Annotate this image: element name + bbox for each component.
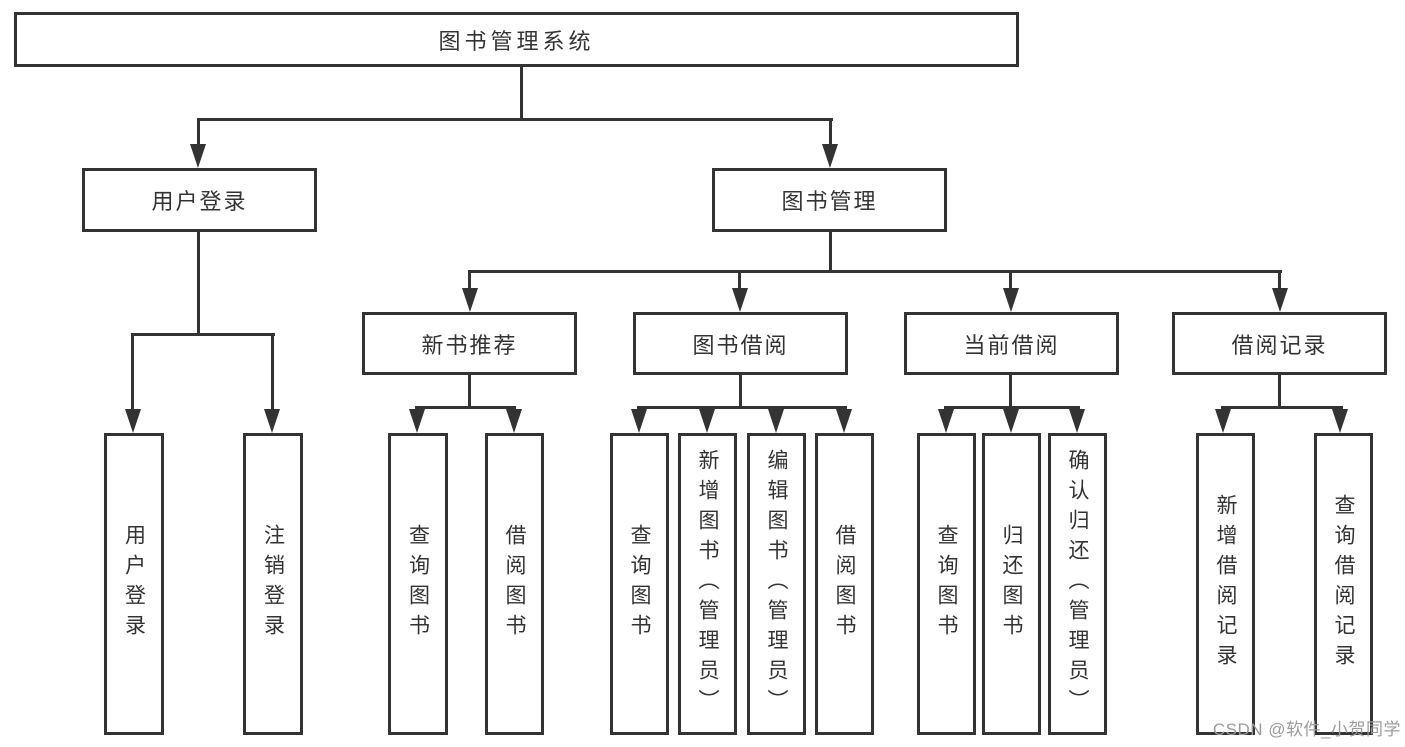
node-new-book-recommend: 新书推荐: [362, 312, 577, 375]
connector-arrowhead-icon: [125, 409, 141, 433]
node-user-login: 用户登录: [82, 168, 317, 232]
connector-line: [197, 118, 200, 148]
node-label: 新增图书（管理员）: [696, 449, 719, 719]
node-leaf-query-book-3: 查询图书: [917, 433, 976, 735]
node-borrow-records: 借阅记录: [1172, 312, 1387, 375]
node-label: 新增借阅记录: [1214, 494, 1237, 674]
connector-line: [468, 375, 471, 408]
node-label: 借阅图书: [503, 524, 526, 644]
connector-arrowhead-icon: [836, 409, 852, 433]
connector-arrowhead-icon: [264, 409, 280, 433]
connector-arrowhead-icon: [1003, 288, 1019, 312]
connector-arrowhead-icon: [190, 144, 206, 168]
node-label: 确认归还（管理员）: [1066, 449, 1089, 719]
node-leaf-query-borrow-record: 查询借阅记录: [1314, 433, 1373, 735]
node-leaf-query-book-2: 查询图书: [610, 433, 669, 735]
node-label: 归还图书: [1000, 524, 1023, 644]
connector-line: [1009, 270, 1012, 290]
node-label: 图书借阅: [692, 332, 789, 358]
node-label: 当前借阅: [963, 332, 1060, 358]
node-leaf-edit-book-admin: 编辑图书（管理员）: [747, 433, 806, 735]
connector-arrowhead-icon: [699, 409, 715, 433]
node-current-borrow: 当前借阅: [904, 312, 1119, 375]
node-label: 借阅记录: [1231, 332, 1328, 358]
node-label: 查询图书: [406, 524, 430, 644]
connector-line: [829, 118, 832, 148]
connector-line: [520, 66, 523, 120]
connector-arrowhead-icon: [462, 288, 478, 312]
node-leaf-add-book-admin: 新增图书（管理员）: [678, 433, 737, 735]
node-book-management: 图书管理: [712, 168, 947, 232]
connector-arrowhead-icon: [631, 409, 647, 433]
connector-line: [1278, 270, 1281, 290]
node-label: 编辑图书（管理员）: [765, 449, 788, 719]
connector-line: [197, 232, 200, 335]
connector-arrowhead-icon: [1069, 409, 1085, 433]
node-leaf-add-borrow-record: 新增借阅记录: [1196, 433, 1255, 735]
node-label: 查询借阅记录: [1332, 494, 1355, 674]
connector-line: [1221, 406, 1343, 409]
node-label: 用户登录: [151, 189, 248, 214]
node-label: 图书管理系统: [438, 28, 595, 54]
node-leaf-return-book: 归还图书: [982, 433, 1041, 735]
connector-line: [131, 333, 275, 336]
node-label: 查询图书: [935, 524, 958, 644]
connector-arrowhead-icon: [822, 144, 838, 168]
connector-line: [739, 375, 742, 408]
connector-arrowhead-icon: [1215, 409, 1231, 433]
watermark: CSDN @软件_小贺同学: [1212, 720, 1401, 739]
connector-arrowhead-icon: [1332, 409, 1348, 433]
node-label: 图书管理: [781, 189, 878, 214]
node-leaf-borrow-book-2: 借阅图书: [815, 433, 874, 735]
connector-arrowhead-icon: [409, 409, 425, 433]
connector-line: [131, 333, 134, 413]
node-leaf-query-book-1: 查询图书: [388, 433, 448, 735]
node-label: 新书推荐: [421, 332, 518, 358]
connector-line: [944, 406, 1080, 409]
node-label: 借阅图书: [833, 524, 856, 644]
connector-arrowhead-icon: [768, 409, 784, 433]
connector-arrowhead-icon: [732, 288, 748, 312]
node-leaf-confirm-return-admin: 确认归还（管理员）: [1048, 433, 1107, 735]
connector-line: [1278, 375, 1281, 408]
connector-line: [415, 406, 516, 409]
connector-arrowhead-icon: [938, 409, 954, 433]
node-leaf-user-login: 用户登录: [104, 433, 164, 735]
node-label: 查询图书: [628, 524, 651, 644]
connector-arrowhead-icon: [1003, 409, 1019, 433]
connector-arrowhead-icon: [1272, 288, 1288, 312]
connector-line: [829, 232, 832, 272]
node-root: 图书管理系统: [14, 12, 1019, 67]
connector-line: [738, 270, 741, 290]
connector-line: [271, 333, 274, 413]
node-book-borrow: 图书借阅: [633, 312, 848, 375]
node-leaf-logout: 注销登录: [243, 433, 303, 735]
node-label: 用户登录: [122, 524, 146, 644]
connector-line: [468, 270, 471, 290]
connector-line: [637, 406, 847, 409]
connector-arrowhead-icon: [506, 409, 522, 433]
connector-line: [1009, 375, 1012, 408]
node-label: 注销登录: [261, 524, 285, 644]
connector-line: [468, 270, 1282, 273]
connector-line: [197, 118, 833, 121]
node-leaf-borrow-book-1: 借阅图书: [485, 433, 544, 735]
